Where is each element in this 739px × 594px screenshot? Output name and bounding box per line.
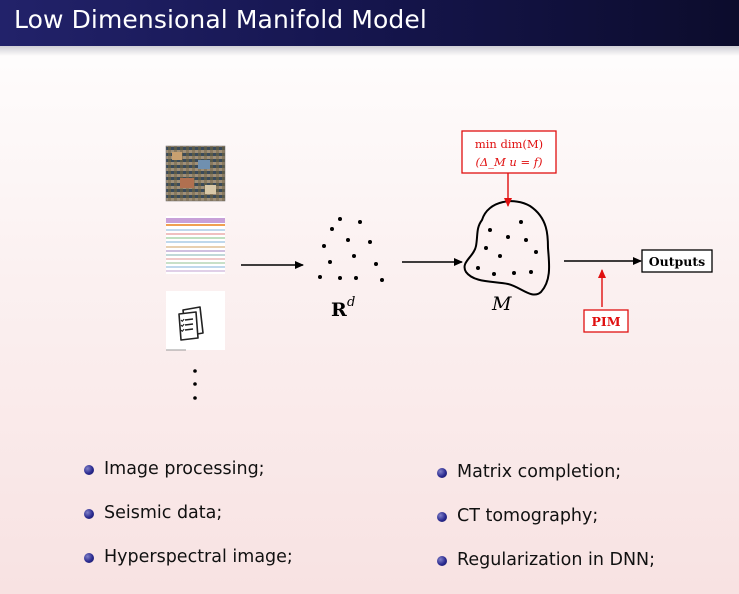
outputs-box: Outputs <box>641 249 713 273</box>
manifold-shape <box>463 200 551 296</box>
bullet-dot <box>84 509 94 519</box>
constraint-box: min dim(M) (Δ_M u = f) <box>461 130 557 174</box>
manifold-label: M <box>491 293 512 315</box>
image-dataset-thumbnail <box>165 145 226 202</box>
more-datasets-ellipsis <box>193 369 197 400</box>
seismic-dataset-thumbnail <box>166 216 225 274</box>
outputs-label: Outputs <box>649 254 705 269</box>
manifold-points <box>476 220 538 276</box>
title-bar: Low Dimensional Manifold Model <box>0 0 739 46</box>
space-superscript: d <box>347 295 355 310</box>
title-bar-shadow <box>0 46 739 56</box>
bullet-dot <box>437 556 447 566</box>
slide-title: Low Dimensional Manifold Model <box>14 5 427 34</box>
bullet-dot <box>437 512 447 522</box>
checklist-icon <box>178 306 204 341</box>
constraint-line-1: min dim(M) <box>475 137 543 151</box>
document-dataset-thumbnail <box>166 291 225 351</box>
bullet-dot <box>437 468 447 478</box>
bullet-dot <box>84 553 94 563</box>
bullet-text: CT tomography; <box>457 506 599 526</box>
space-label: R <box>331 299 347 321</box>
bullet-text: Regularization in DNN; <box>457 550 656 570</box>
bullet-text: Hyperspectral image; <box>104 547 293 567</box>
bullet-text: Matrix completion; <box>457 462 622 482</box>
pim-label: PIM <box>591 314 620 329</box>
bullet-text: Image processing; <box>104 459 265 479</box>
bullet-dot <box>84 465 94 475</box>
bullet-text: Seismic data; <box>104 503 223 523</box>
point-cloud <box>318 217 384 282</box>
pim-box: PIM <box>583 309 629 333</box>
constraint-line-2: (Δ_M u = f) <box>475 155 542 169</box>
